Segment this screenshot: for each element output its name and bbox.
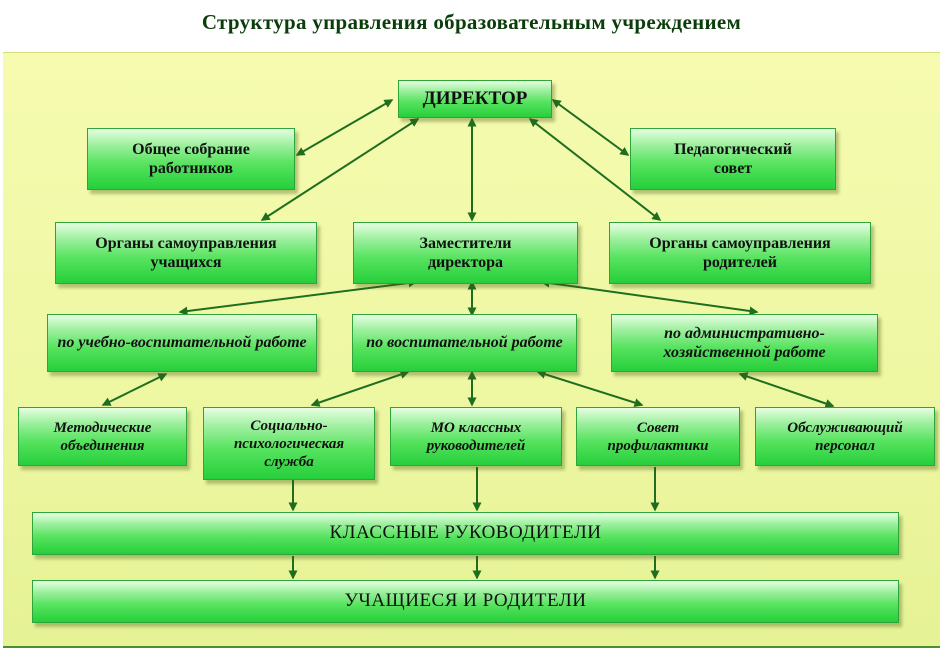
edu-work-box: по учебно-воспитательной работе — [47, 314, 317, 372]
class-teachers-box: КЛАССНЫЕ РУКОВОДИТЕЛИ — [32, 512, 899, 555]
arrow-upbringing-social-psych — [310, 370, 410, 407]
bottom-divider — [3, 646, 940, 648]
admin-work-box: по административно-хозяйственной работе — [611, 314, 878, 372]
arrow-admin-work-service-staff — [738, 372, 835, 408]
arrow-edu-work-method-assoc — [101, 373, 168, 406]
method-assoc-box: Методические объединения — [18, 407, 187, 466]
social-psych-box: Социально-психологическая служба — [203, 407, 375, 480]
service-staff-box: Обслуживающий персонал — [755, 407, 935, 466]
students-parents-box: УЧАЩИЕСЯ И РОДИТЕЛИ — [32, 580, 899, 623]
diagram-title: Структура управления образовательным учр… — [201, 10, 742, 34]
mo-class-box: МО классных руководителей — [390, 407, 562, 466]
parent-self-gov-box: Органы самоуправления родителей — [609, 222, 871, 284]
arrow-deputies-edu-work — [178, 278, 418, 316]
deputies-box: Заместители директора — [353, 222, 578, 284]
ped-council-box: Педагогический совет — [630, 128, 836, 190]
director-box: ДИРЕКТОР — [398, 80, 552, 118]
general-meeting-box: Общее собрание работников — [87, 128, 295, 190]
student-self-gov-box: Органы самоуправления учащихся — [55, 222, 317, 284]
prevention-box: Совет профилактики — [576, 407, 740, 466]
arrow-director-general-meeting — [295, 99, 394, 156]
arrow-deputies-admin-work — [540, 278, 759, 316]
upbringing-work-box: по воспитательной работе — [352, 314, 577, 372]
arrow-upbringing-prevention — [536, 369, 644, 408]
arrow-director-student-self-gov — [260, 118, 420, 221]
arrow-director-parent-self-gov — [528, 118, 662, 221]
